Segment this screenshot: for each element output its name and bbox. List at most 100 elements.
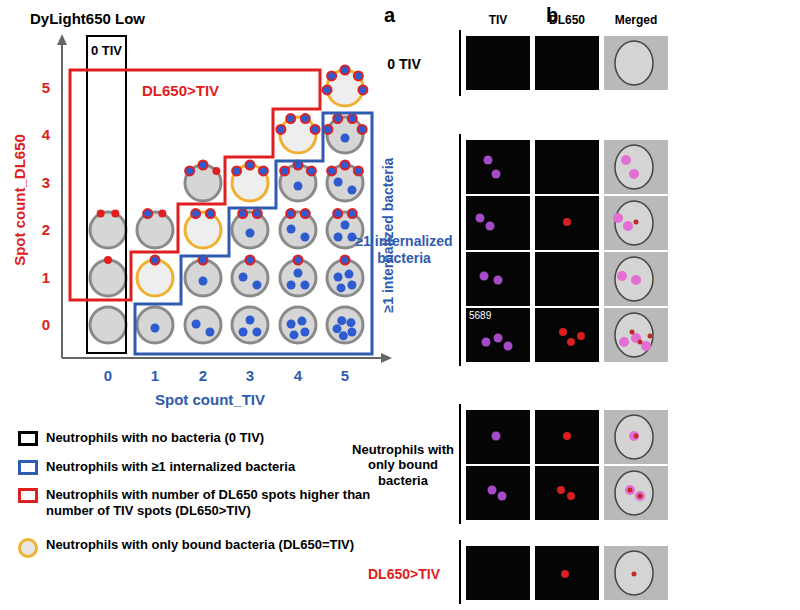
region-border <box>70 70 320 300</box>
label: Merged <box>615 13 658 27</box>
dl650-channel-tile <box>535 410 599 464</box>
bound-bacterium <box>348 209 357 218</box>
dl650-channel-tile <box>535 140 599 194</box>
legend-text: Neutrophils with no bacteria (0 TIV) <box>46 430 386 446</box>
x-axis <box>62 357 384 359</box>
merged-spot <box>631 275 641 285</box>
merged-spot <box>635 491 645 501</box>
axis-tick-number: 0 <box>104 367 112 385</box>
internalized-bacterium <box>298 317 307 326</box>
internalized-bacterium <box>294 269 303 278</box>
tiv-spot <box>504 342 513 351</box>
internalized-bacterium <box>199 277 208 286</box>
legend-box-swatch <box>18 431 38 446</box>
merged-spot <box>623 221 633 231</box>
bound-bacterium <box>286 209 295 218</box>
neutrophil <box>90 307 126 343</box>
tiv-spot <box>480 272 489 281</box>
region-outline: ≥1 internalized bacteria <box>135 113 372 356</box>
axis-tick-number: 1 <box>42 269 50 287</box>
region-label: 0 TIV <box>91 43 122 59</box>
merged-spot <box>638 494 643 499</box>
dl650-channel-tile <box>535 252 599 306</box>
internalized-bacterium <box>192 320 201 329</box>
neutrophil <box>232 212 268 248</box>
internalized-bacterium <box>337 316 346 325</box>
dl650-spot <box>97 210 105 218</box>
neutrophil <box>232 307 268 343</box>
axis-arrow <box>57 34 67 45</box>
internalized-bacterium <box>205 328 214 337</box>
merged-spot <box>634 434 639 439</box>
bound-bacterium <box>199 161 208 170</box>
legend-circle-swatch <box>18 538 38 558</box>
internalized-bacterium <box>347 186 356 195</box>
neutrophil <box>280 307 316 343</box>
axis-tick-number: 4 <box>294 367 302 385</box>
internalized-bacterium <box>239 328 248 337</box>
internalized-bacterium <box>246 316 255 325</box>
tiv-channel-tile <box>466 466 530 520</box>
internalized-bacterium <box>252 281 261 290</box>
neutrophil <box>90 212 126 248</box>
tiv-channel-tile <box>466 140 530 194</box>
dl650-spot <box>577 332 585 340</box>
tiv-spot <box>484 156 493 165</box>
bound-bacterium <box>259 166 268 175</box>
merged-spot <box>629 431 639 441</box>
internalized-bacterium <box>287 225 296 234</box>
group-bracket <box>459 134 461 366</box>
legend-box-swatch <box>18 460 38 475</box>
dl650-spot <box>104 256 112 264</box>
dl650-spot <box>563 432 571 440</box>
axis-tick-number: 3 <box>246 367 254 385</box>
label: Spot count_DL650 <box>11 134 29 266</box>
internalized-bacterium <box>337 283 346 292</box>
group-bracket <box>459 404 461 524</box>
image-id: 5689 <box>469 310 491 322</box>
bound-bacterium <box>323 125 332 134</box>
neutrophil <box>280 212 316 248</box>
label: a <box>384 3 395 27</box>
internalized-bacterium <box>246 229 255 238</box>
dl650-spot <box>212 167 220 175</box>
tiv-spot <box>494 276 503 285</box>
bound-bacterium <box>206 209 215 218</box>
internalized-bacterium <box>341 221 350 230</box>
internalized-bacterium <box>151 324 160 333</box>
label: DyLight650 Low <box>30 10 145 28</box>
dl650-channel-tile <box>535 466 599 520</box>
neutrophil <box>280 117 316 153</box>
merged-spot <box>619 337 629 347</box>
merged-spot <box>625 485 635 495</box>
cell-brightfield <box>615 551 653 595</box>
region-label: DL650>TIV <box>142 82 219 100</box>
region-outline-shape <box>70 70 320 300</box>
merged-spot <box>613 213 623 223</box>
merged-tile <box>604 466 668 520</box>
merged-spot <box>638 340 643 345</box>
internalized-bacterium <box>287 281 296 290</box>
bound-bacterium <box>341 256 350 265</box>
bound-bacterium <box>341 66 350 75</box>
region-box: 0 TIV <box>86 35 127 354</box>
internalized-bacterium <box>300 281 309 290</box>
dl650-spot <box>567 492 575 500</box>
bound-bacterium <box>246 256 255 265</box>
dl650-spot <box>111 210 119 218</box>
dl650-channel-tile <box>535 308 599 362</box>
internalized-bacterium <box>347 233 356 242</box>
neutrophil <box>185 307 221 343</box>
internalized-bacterium <box>346 318 355 327</box>
bound-bacterium <box>276 125 285 134</box>
bound-bacterium <box>253 209 262 218</box>
dl650-channel-tile <box>535 546 599 600</box>
bound-bacterium <box>238 209 247 218</box>
tiv-spot <box>486 222 495 231</box>
merged-tile <box>604 252 668 306</box>
bound-bacterium <box>185 166 194 175</box>
label: Neutrophils with only bound bacteria <box>350 442 456 489</box>
cell-brightfield <box>615 415 653 459</box>
merged-spot <box>628 488 633 493</box>
